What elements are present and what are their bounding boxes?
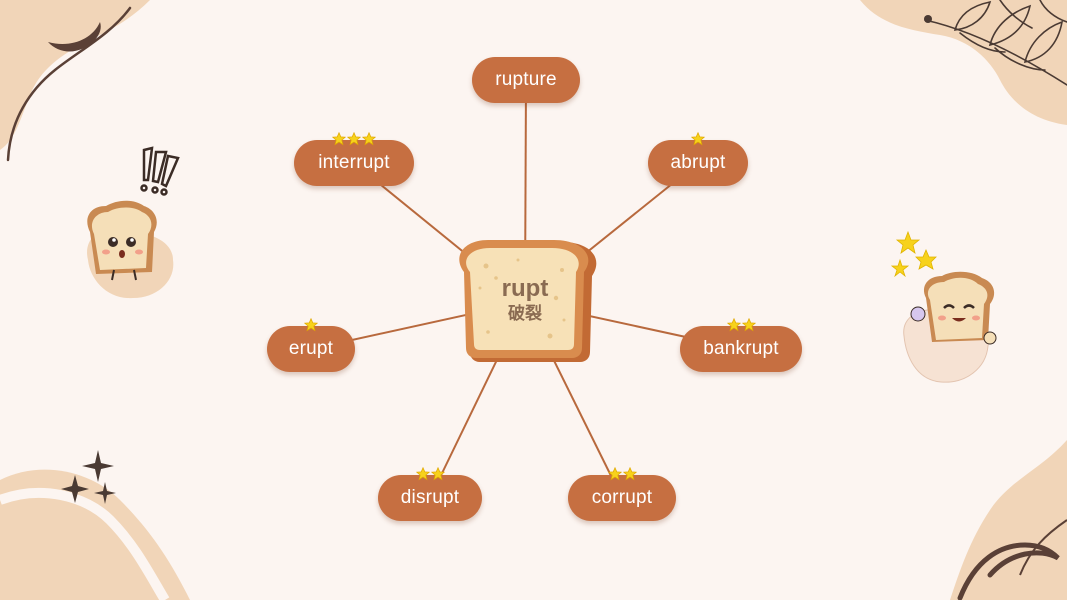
- root-meaning: 破裂: [508, 304, 542, 324]
- star-rating: [648, 132, 748, 146]
- star-icon: [430, 467, 445, 481]
- top-left-curl: [6, 6, 132, 162]
- bottom-right-curl: [957, 542, 1060, 600]
- top-left-blob: [0, 0, 150, 150]
- top-left-swirl: [48, 22, 101, 52]
- thumbs-up-hand: [910, 306, 926, 322]
- word-label: corrupt: [591, 487, 653, 508]
- star-icon: [607, 467, 622, 481]
- star-rating: [568, 467, 676, 481]
- word-label: rupture: [495, 69, 557, 90]
- mascot-bread: [91, 207, 152, 270]
- leaf-dot: [924, 15, 932, 23]
- star-rating: [680, 318, 802, 332]
- word-label: abrupt: [670, 152, 726, 173]
- star-icon: [347, 132, 361, 146]
- word-label: erupt: [288, 338, 334, 359]
- bottom-left-wave-inner: [0, 487, 170, 600]
- happy-toast-mascot: [886, 226, 1006, 386]
- star-icon: [304, 318, 318, 332]
- star-rating: [378, 467, 482, 481]
- star-rating: [294, 132, 414, 146]
- center-root-node[interactable]: rupt 破裂: [458, 240, 600, 364]
- sparkle-icon: [61, 450, 116, 504]
- word-node-rupture[interactable]: rupture: [472, 57, 580, 103]
- star-icon: [890, 230, 937, 278]
- word-label: bankrupt: [703, 338, 779, 359]
- bottom-right-blob: [950, 440, 1067, 600]
- exclamation-icon: [140, 146, 180, 196]
- root-word: rupt: [501, 275, 549, 302]
- word-node-interrupt[interactable]: interrupt: [294, 132, 414, 186]
- word-node-corrupt[interactable]: corrupt: [568, 467, 676, 521]
- word-node-disrupt[interactable]: disrupt: [378, 467, 482, 521]
- toast-bread-icon: [459, 240, 597, 362]
- star-icon: [726, 318, 741, 332]
- surprised-toast-mascot: [78, 140, 188, 305]
- word-node-abrupt[interactable]: abrupt: [648, 132, 748, 186]
- word-label: disrupt: [400, 487, 460, 508]
- star-icon: [332, 132, 346, 146]
- star-icon: [362, 132, 376, 146]
- leaf-branch: [924, 0, 1067, 86]
- star-icon: [691, 132, 705, 146]
- mascot-bread: [927, 277, 988, 340]
- word-node-bankrupt[interactable]: bankrupt: [680, 318, 802, 372]
- word-node-erupt[interactable]: erupt: [267, 318, 355, 372]
- star-icon: [741, 318, 756, 332]
- star-icon: [415, 467, 430, 481]
- star-rating: [267, 318, 355, 332]
- bottom-right-line: [1019, 519, 1067, 576]
- word-label: interrupt: [318, 152, 390, 173]
- star-icon: [622, 467, 637, 481]
